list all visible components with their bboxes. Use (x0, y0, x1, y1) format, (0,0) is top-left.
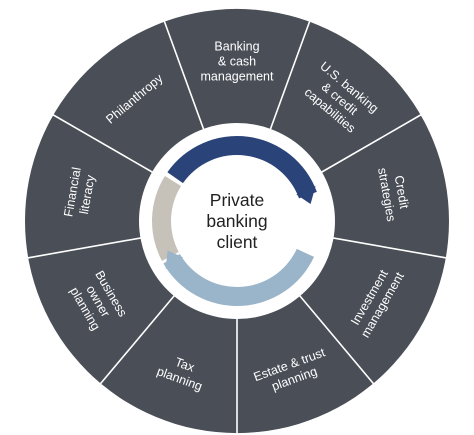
arc-left-tan (152, 175, 182, 261)
center-label-line: client (217, 232, 258, 252)
segment-divider (163, 19, 205, 132)
segment-divider (98, 294, 176, 386)
segment-label-line: literacy (77, 173, 98, 215)
inner-arc-ring (152, 136, 317, 306)
center-circle (173, 157, 301, 285)
arc-bottom-blue (163, 248, 315, 306)
segment-label-line: Banking (214, 40, 259, 54)
outer-service-ring (24, 8, 450, 435)
segment-label-line: management (201, 70, 274, 84)
segment-label-line: Tax (173, 355, 197, 375)
segment-label-line: & cash (218, 55, 256, 69)
arc-top-navy (167, 136, 317, 199)
arc-top-pointer (296, 186, 316, 205)
segment-divider (298, 294, 376, 386)
center-label-line: banking (206, 211, 267, 231)
outer-ring-band (24, 8, 450, 434)
arc-bottom-pointer (165, 250, 184, 270)
segment-label-line: Credit (392, 174, 412, 210)
segment-divider (51, 113, 155, 174)
segment-divider (319, 113, 423, 174)
segment-divider (26, 236, 143, 259)
center-label-line: Private (210, 190, 264, 210)
segment-divider (331, 236, 448, 259)
segment-divider (269, 19, 311, 132)
